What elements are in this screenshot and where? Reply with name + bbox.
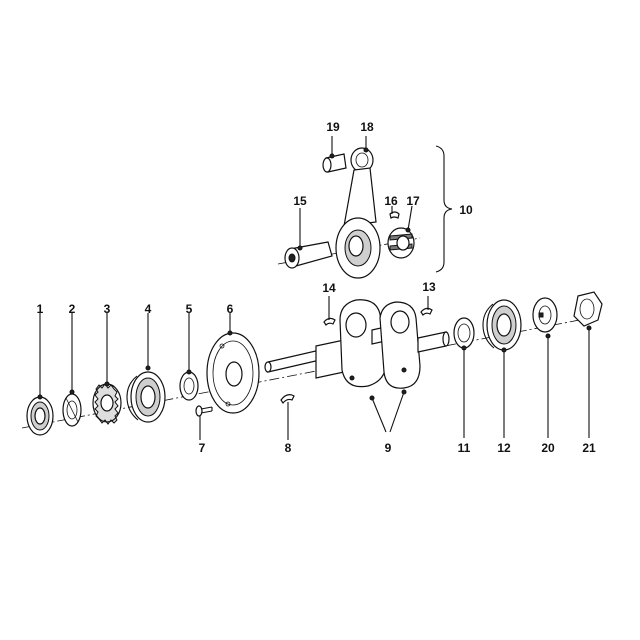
leader-lines xyxy=(37,136,592,440)
callout-4: 4 xyxy=(145,302,152,316)
callout-14: 14 xyxy=(322,281,336,295)
callout-12: 12 xyxy=(497,441,511,455)
part-16-pin[interactable] xyxy=(389,211,400,219)
callout-17: 17 xyxy=(406,194,420,208)
part-2-washer[interactable] xyxy=(62,393,82,427)
callout-11: 11 xyxy=(458,441,471,455)
callout-3: 3 xyxy=(104,302,111,316)
callout-16: 16 xyxy=(384,194,398,208)
part-4-bearing[interactable] xyxy=(126,371,166,423)
callout-7: 7 xyxy=(199,441,206,455)
part-15-pin[interactable] xyxy=(284,241,333,269)
part-18-conrod[interactable] xyxy=(335,147,381,279)
part-7-screw[interactable] xyxy=(195,405,213,417)
callout-10: 10 xyxy=(459,203,473,217)
part-9-crankshaft[interactable] xyxy=(264,299,450,389)
callout-19: 19 xyxy=(326,120,340,134)
part-21-nut[interactable] xyxy=(573,291,603,327)
part-1-seal[interactable] xyxy=(26,396,54,436)
part-13-key[interactable] xyxy=(420,307,433,316)
part-5-ring[interactable] xyxy=(179,371,199,401)
part-17-needle-bearing[interactable] xyxy=(387,227,415,259)
callout-13: 13 xyxy=(422,280,436,294)
callout-6: 6 xyxy=(227,302,234,316)
part-20-washer[interactable] xyxy=(532,297,558,333)
part-8-key[interactable] xyxy=(280,394,295,405)
part-3-gear[interactable] xyxy=(92,383,122,425)
group-bracket xyxy=(435,145,453,273)
callout-9: 9 xyxy=(385,441,392,455)
callout-18: 18 xyxy=(360,120,374,134)
callout-8: 8 xyxy=(285,441,292,455)
part-19-bushing[interactable] xyxy=(322,153,347,173)
callout-5: 5 xyxy=(186,302,193,316)
callout-1: 1 xyxy=(37,302,44,316)
part-12-bearing[interactable] xyxy=(482,299,522,351)
callout-2: 2 xyxy=(69,302,76,316)
callout-21: 21 xyxy=(582,441,596,455)
part-6-disc[interactable] xyxy=(206,332,260,414)
callout-20: 20 xyxy=(541,441,555,455)
part-11-washer[interactable] xyxy=(453,317,475,349)
part-14-key[interactable] xyxy=(323,317,336,326)
callout-15: 15 xyxy=(293,194,307,208)
